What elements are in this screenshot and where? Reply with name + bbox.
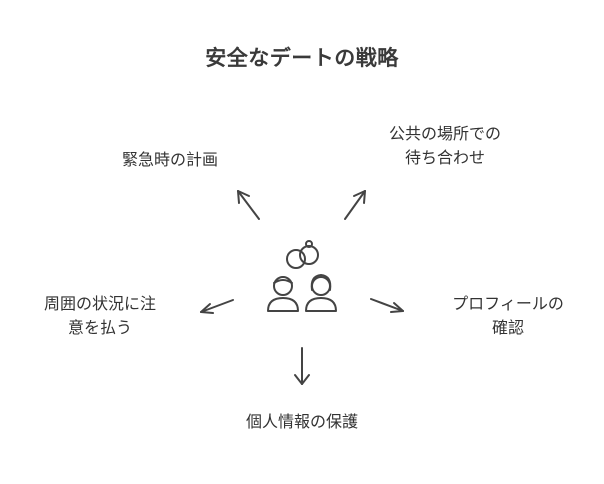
branch-label-privacy: 個人情報の保護	[222, 410, 382, 434]
arrow-surroundings	[200, 299, 234, 314]
man-icon	[267, 276, 299, 312]
woman-icon	[305, 274, 337, 312]
ring-right-icon	[299, 245, 319, 265]
page-title: 安全なデートの戦略	[205, 46, 399, 70]
arrow-emergency	[237, 190, 260, 220]
branch-label-line: 緊急時の計画	[121, 150, 218, 169]
branch-label-emergency-plan: 緊急時の計画	[100, 148, 240, 172]
branch-label-profile-check: プロフィールの 確認	[434, 292, 582, 340]
branch-label-line: 公共の場所での	[388, 124, 501, 143]
couple-with-rings-icon	[267, 240, 337, 312]
ring-left-icon	[286, 249, 306, 269]
branch-label-public-place: 公共の場所での 待ち合わせ	[370, 122, 520, 170]
branch-label-line: 確認	[491, 318, 524, 337]
arrow-privacy	[294, 347, 310, 385]
branch-label-line: 意を払う	[67, 318, 132, 337]
branch-label-line: 周囲の状況に注	[43, 294, 156, 313]
branch-label-line: 個人情報の保護	[245, 412, 358, 431]
arrow-public-place	[344, 190, 366, 220]
arrow-profile	[370, 298, 404, 313]
branch-label-surroundings: 周囲の状況に注 意を払う	[22, 292, 178, 340]
ring-gem-icon	[305, 240, 313, 248]
branch-label-line: プロフィールの	[452, 294, 564, 313]
branch-label-line: 待ち合わせ	[404, 148, 485, 167]
